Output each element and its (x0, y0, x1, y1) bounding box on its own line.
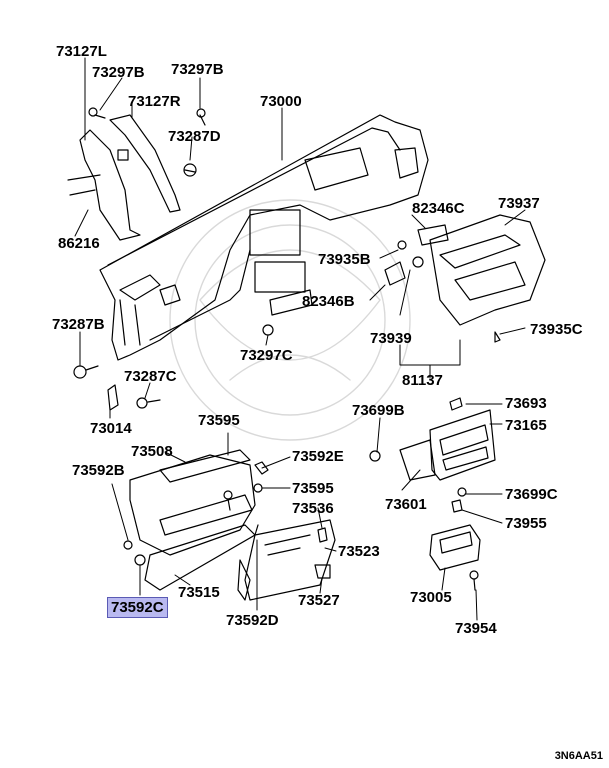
part-label-82346b[interactable]: 82346B (302, 293, 355, 310)
lower-cover (244, 519, 336, 601)
part-label-73592c-highlighted[interactable]: 73592C (107, 597, 168, 618)
part-label-73000[interactable]: 73000 (260, 93, 302, 110)
part-label-73287b[interactable]: 73287B (52, 316, 105, 333)
leader-lines (74, 57, 526, 621)
part-label-73127r[interactable]: 73127R (128, 93, 181, 110)
part-label-73955[interactable]: 73955 (505, 515, 547, 532)
part-label-73939[interactable]: 73939 (370, 330, 412, 347)
part-label-73935c[interactable]: 73935C (530, 321, 583, 338)
part-label-73592d[interactable]: 73592D (226, 612, 279, 629)
part-label-73287d[interactable]: 73287D (168, 128, 221, 145)
part-label-82346c[interactable]: 82346C (412, 200, 465, 217)
part-label-73536[interactable]: 73536 (292, 500, 334, 517)
part-label-81137[interactable]: 81137 (402, 372, 443, 389)
part-label-73287c[interactable]: 73287C (124, 368, 177, 385)
diagram-code: 3N6AA51 (554, 750, 603, 762)
part-label-73127l[interactable]: 73127L (56, 43, 107, 60)
glove-box (123, 449, 269, 601)
part-label-73297b-upper-left[interactable]: 73297B (92, 64, 145, 81)
part-label-73592b[interactable]: 73592B (72, 462, 125, 479)
center-bracket (67, 107, 206, 241)
part-label-73005[interactable]: 73005 (410, 589, 452, 606)
part-label-73601[interactable]: 73601 (385, 496, 427, 513)
part-label-73595-upper[interactable]: 73595 (198, 412, 240, 429)
part-label-73508[interactable]: 73508 (131, 443, 173, 460)
part-label-73935b[interactable]: 73935B (318, 251, 371, 268)
part-label-73699b[interactable]: 73699B (352, 402, 405, 419)
part-label-73297b-upper-right[interactable]: 73297B (171, 61, 224, 78)
ashtray (429, 524, 481, 591)
part-label-73693[interactable]: 73693 (505, 395, 547, 412)
part-label-73954[interactable]: 73954 (455, 620, 497, 637)
watermark-emblem (169, 199, 411, 441)
part-label-73595-lower[interactable]: 73595 (292, 480, 334, 497)
cluster-hood (384, 214, 546, 343)
part-label-73014[interactable]: 73014 (90, 420, 132, 437)
part-label-86216[interactable]: 86216 (58, 235, 100, 252)
part-label-73515[interactable]: 73515 (178, 584, 220, 601)
part-label-73699c[interactable]: 73699C (505, 486, 558, 503)
part-label-73523[interactable]: 73523 (338, 543, 380, 560)
part-label-73165[interactable]: 73165 (505, 417, 547, 434)
part-label-73297c[interactable]: 73297C (240, 347, 293, 364)
dashboard-panel (99, 114, 429, 361)
part-label-73592e[interactable]: 73592E (292, 448, 344, 465)
part-label-73937[interactable]: 73937 (498, 195, 540, 212)
part-label-73527[interactable]: 73527 (298, 592, 340, 609)
center-console (369, 397, 496, 513)
